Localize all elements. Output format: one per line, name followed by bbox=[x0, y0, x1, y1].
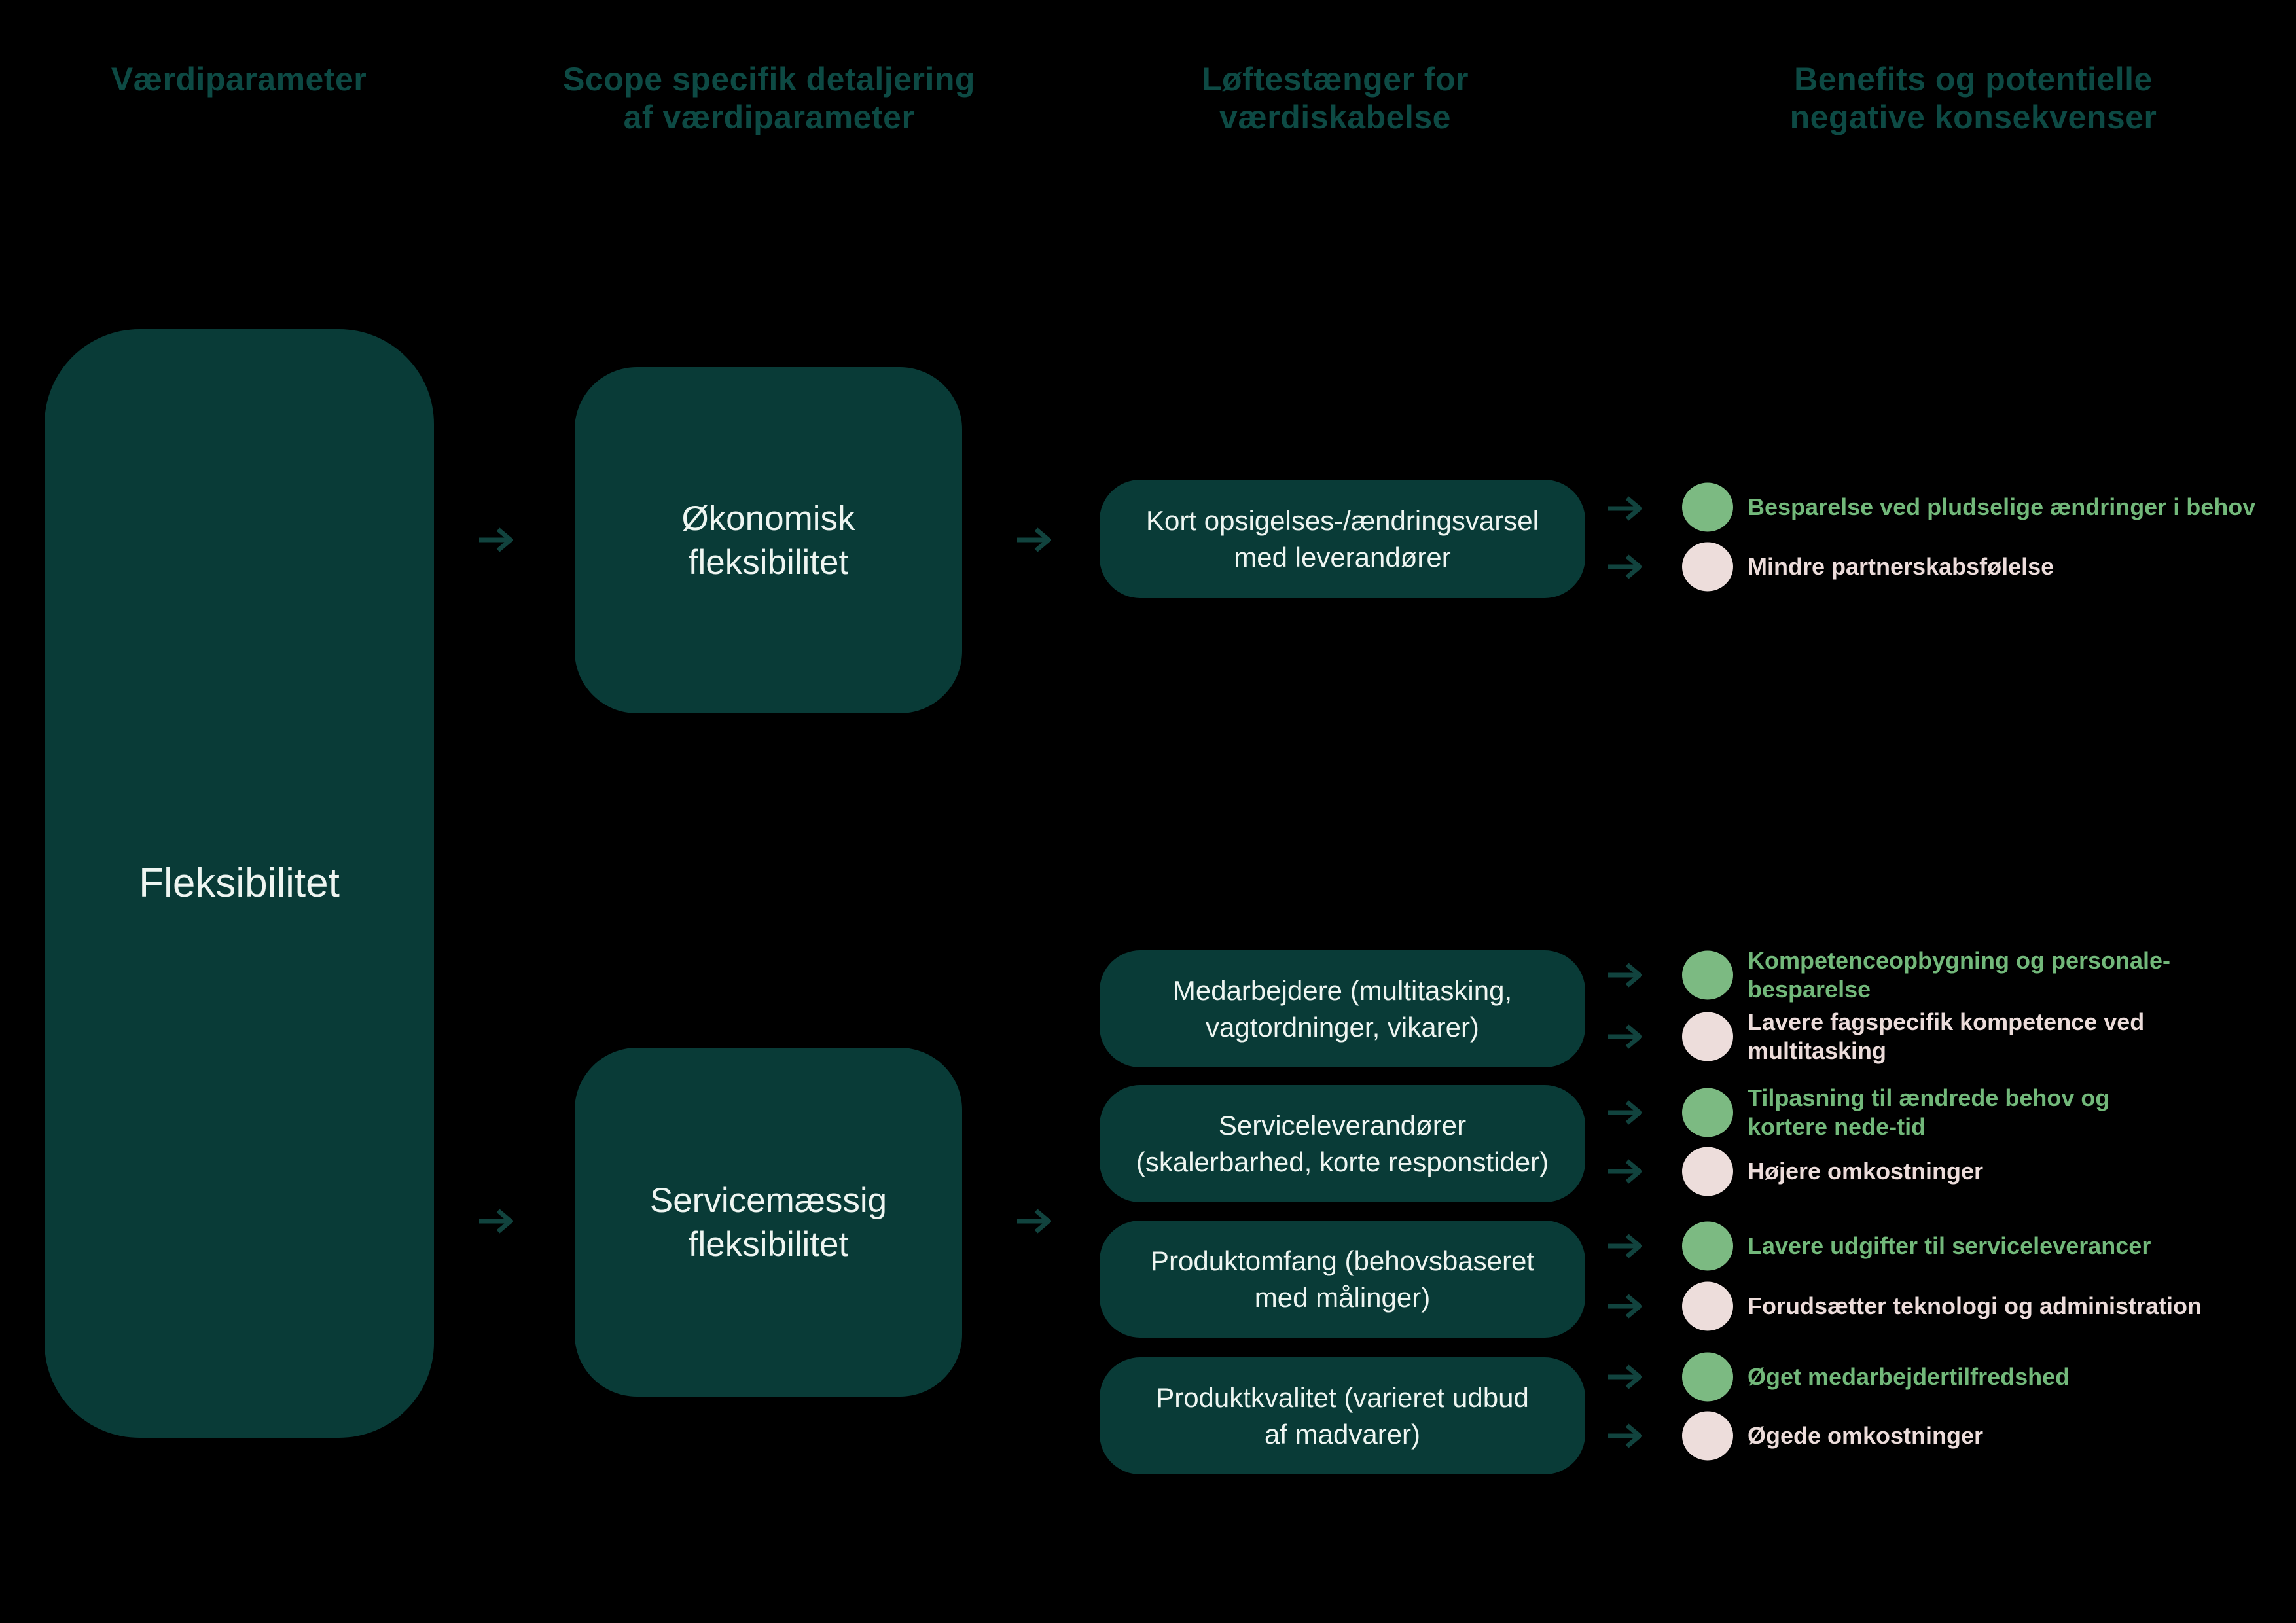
outcome-label-lavere-udgifter: Lavere udgifter til serviceleverancer bbox=[1748, 1232, 2151, 1259]
benefit-dot bbox=[1682, 1221, 1733, 1271]
outcome-label-ogede-omkostninger: Øgede omkostninger bbox=[1748, 1422, 1984, 1449]
negative-dot bbox=[1682, 1147, 1733, 1196]
outcome-label-forudsaetter-teknologi: Forudsætter teknologi og administration bbox=[1748, 1293, 2202, 1319]
header-scope-detaljering: Scope specifik detaljering af værdiparam… bbox=[563, 61, 975, 135]
value-parameter-box: Fleksibilitet bbox=[45, 329, 434, 1438]
header-loeftestaenger: Løftestænger for værdiskabelse bbox=[1202, 61, 1469, 135]
arrow-right-icon bbox=[1607, 1293, 1642, 1319]
scope-box-servicemaessig: Servicemæssig fleksibilitet bbox=[575, 1048, 962, 1397]
arrow-right-icon bbox=[1607, 1233, 1642, 1259]
arrow-right-icon bbox=[478, 1208, 513, 1234]
outcome-label-besparelse: Besparelse ved pludselige ændringer i be… bbox=[1748, 493, 2256, 520]
negative-dot bbox=[1682, 1012, 1733, 1061]
arrow-right-icon bbox=[1607, 1099, 1642, 1126]
outcome-label-medarbejdertilfredshed: Øget medarbejdertilfredshed bbox=[1748, 1363, 2070, 1390]
header-benefits: Benefits og potentielle negative konsekv… bbox=[1789, 61, 2157, 135]
benefit-dot bbox=[1682, 482, 1733, 532]
lever-box-opsigelsesvarsel: Kort opsigelses-/ændringsvarsel med leve… bbox=[1100, 480, 1585, 598]
arrow-right-icon bbox=[1607, 1024, 1642, 1050]
benefit-dot bbox=[1682, 1352, 1733, 1402]
outcome-label-hojere-omkostninger: Højere omkostninger bbox=[1748, 1158, 1984, 1185]
arrow-right-icon bbox=[1607, 962, 1642, 988]
arrow-right-icon bbox=[1016, 527, 1051, 553]
negative-dot bbox=[1682, 1281, 1733, 1331]
benefit-dot bbox=[1682, 1088, 1733, 1137]
arrow-right-icon bbox=[1607, 554, 1642, 580]
arrow-right-icon bbox=[1607, 1423, 1642, 1449]
header-vaerdiparameter: Værdiparameter bbox=[111, 61, 367, 98]
benefit-dot bbox=[1682, 950, 1733, 1000]
lever-box-produktkvalitet: Produktkvalitet (varieret udbud af madva… bbox=[1100, 1357, 1585, 1474]
negative-dot bbox=[1682, 542, 1733, 592]
arrow-right-icon bbox=[478, 527, 513, 553]
outcome-label-kompetenceopbygning: Kompetenceopbygning og personale- bespar… bbox=[1748, 947, 2171, 1003]
arrow-right-icon bbox=[1607, 1364, 1642, 1390]
scope-box-okonomisk: Økonomisk fleksibilitet bbox=[575, 367, 962, 713]
negative-dot bbox=[1682, 1411, 1733, 1461]
outcome-label-fagspecifik: Lavere fagspecifik kompetence ved multit… bbox=[1748, 1008, 2145, 1064]
lever-box-serviceleverandorer: Serviceleverandører (skalerbarhed, korte… bbox=[1100, 1085, 1585, 1202]
lever-box-produktomfang: Produktomfang (behovsbaseret med målinge… bbox=[1100, 1221, 1585, 1338]
arrow-right-icon bbox=[1607, 1158, 1642, 1185]
outcome-label-partnerskab: Mindre partnerskabsfølelse bbox=[1748, 553, 2054, 580]
arrow-right-icon bbox=[1607, 495, 1642, 522]
arrow-right-icon bbox=[1016, 1208, 1051, 1234]
outcome-label-tilpasning: Tilpasning til ændrede behov og kortere … bbox=[1748, 1084, 2110, 1140]
lever-box-medarbejdere: Medarbejdere (multitasking, vagtordninge… bbox=[1100, 950, 1585, 1067]
